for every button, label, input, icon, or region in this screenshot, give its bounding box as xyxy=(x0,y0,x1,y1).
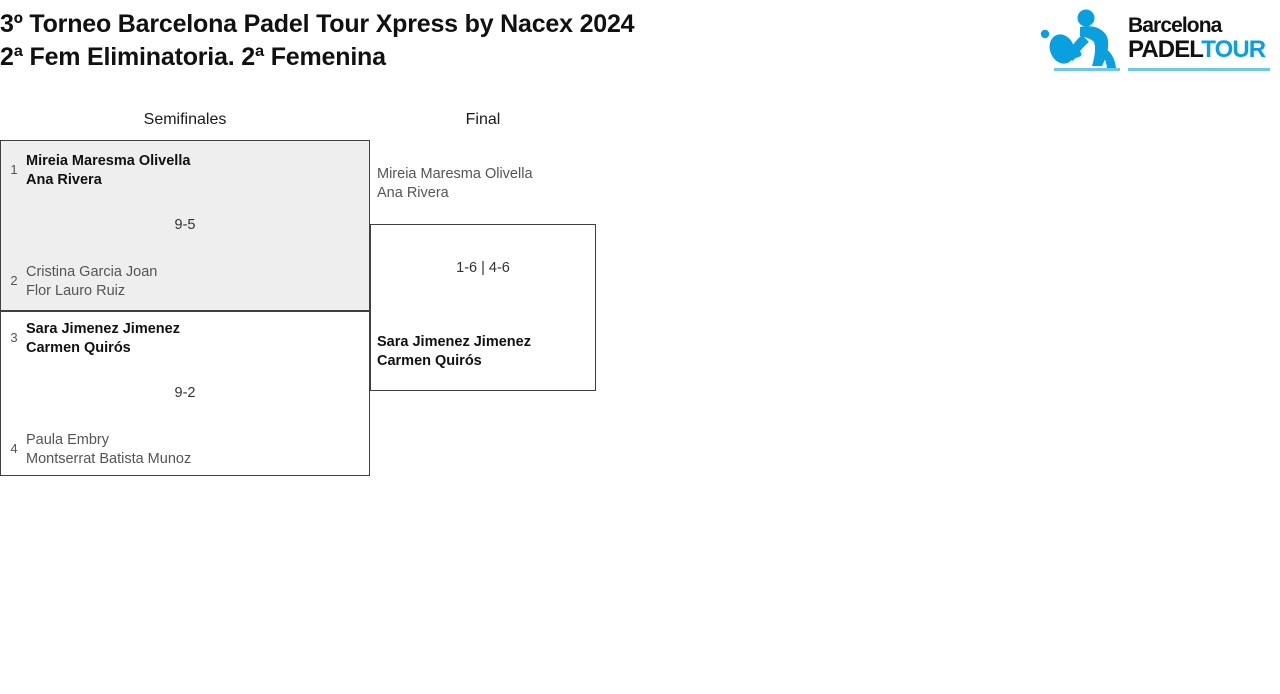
match-box-final[interactable] xyxy=(370,224,596,391)
seed-number: 3 xyxy=(10,330,18,345)
team-final-bottom: Sara Jimenez Jimenez Carmen Quirós xyxy=(377,333,531,371)
match-box-semifinal-2[interactable] xyxy=(0,311,370,476)
team-final-top: Mireia Maresma Olivella Ana Rivera xyxy=(377,165,533,203)
logo-word-barcelona: Barcelona xyxy=(1128,14,1222,37)
tournament-title-line-1: 3º Torneo Barcelona Padel Tour Xpress by… xyxy=(0,10,635,38)
logo-word-padeltour: PADELTOUR xyxy=(1128,37,1270,63)
player-name: Carmen Quirós xyxy=(26,340,131,356)
player-name: Flor Lauro Ruiz xyxy=(26,283,126,299)
round-header-semifinals: Semifinales xyxy=(143,111,227,128)
team-semifinal-2-bottom: Paula Embry Montserrat Batista Munoz xyxy=(26,431,191,469)
player-name: Sara Jimenez Jimenez xyxy=(377,334,531,350)
page-header: 3º Torneo Barcelona Padel Tour Xpress by… xyxy=(0,0,1280,90)
page-title: 3º Torneo Barcelona Padel Tour Xpress by… xyxy=(0,8,900,74)
logo-underline xyxy=(1128,68,1270,71)
match-box-semifinal-1[interactable] xyxy=(0,140,370,311)
seed-number: 2 xyxy=(10,273,18,288)
logo-word-tour: TOUR xyxy=(1201,36,1266,63)
match-score-semifinal-1: 9-5 xyxy=(174,217,196,233)
seed-number: 1 xyxy=(10,162,18,177)
barcelona-padel-tour-logo: Barcelona PADELTOUR xyxy=(1036,6,1270,76)
player-name: Montserrat Batista Munoz xyxy=(26,451,192,467)
player-name: Mireia Maresma Olivella xyxy=(377,166,533,182)
player-name: Ana Rivera xyxy=(377,185,449,201)
round-header-final: Final xyxy=(465,111,501,128)
player-name: Ana Rivera xyxy=(26,172,102,188)
team-semifinal-1-top: Mireia Maresma Olivella Ana Rivera xyxy=(26,152,190,190)
match-score-semifinal-2: 9-2 xyxy=(174,385,196,401)
player-name: Paula Embry xyxy=(26,432,110,448)
player-name: Cristina Garcia Joan xyxy=(26,264,158,280)
player-name: Mireia Maresma Olivella xyxy=(26,153,191,169)
seed-number: 4 xyxy=(10,441,18,456)
team-semifinal-2-top: Sara Jimenez Jimenez Carmen Quirós xyxy=(26,320,180,358)
player-name: Sara Jimenez Jimenez xyxy=(26,321,180,337)
tournament-title-line-2: 2ª Fem Eliminatoria. 2ª Femenina xyxy=(0,43,386,71)
team-semifinal-1-bottom: Cristina Garcia Joan Flor Lauro Ruiz xyxy=(26,263,157,301)
match-score-final: 1-6 | 4-6 xyxy=(456,260,510,276)
player-name: Carmen Quirós xyxy=(377,353,482,369)
logo-wordmark: Barcelona PADELTOUR xyxy=(1128,14,1270,63)
padel-player-silhouette-icon xyxy=(1036,6,1136,76)
logo-word-padel: PADEL xyxy=(1128,36,1202,63)
tournament-bracket: Semifinales Final 1 Mireia Maresma Olive… xyxy=(0,104,1280,504)
